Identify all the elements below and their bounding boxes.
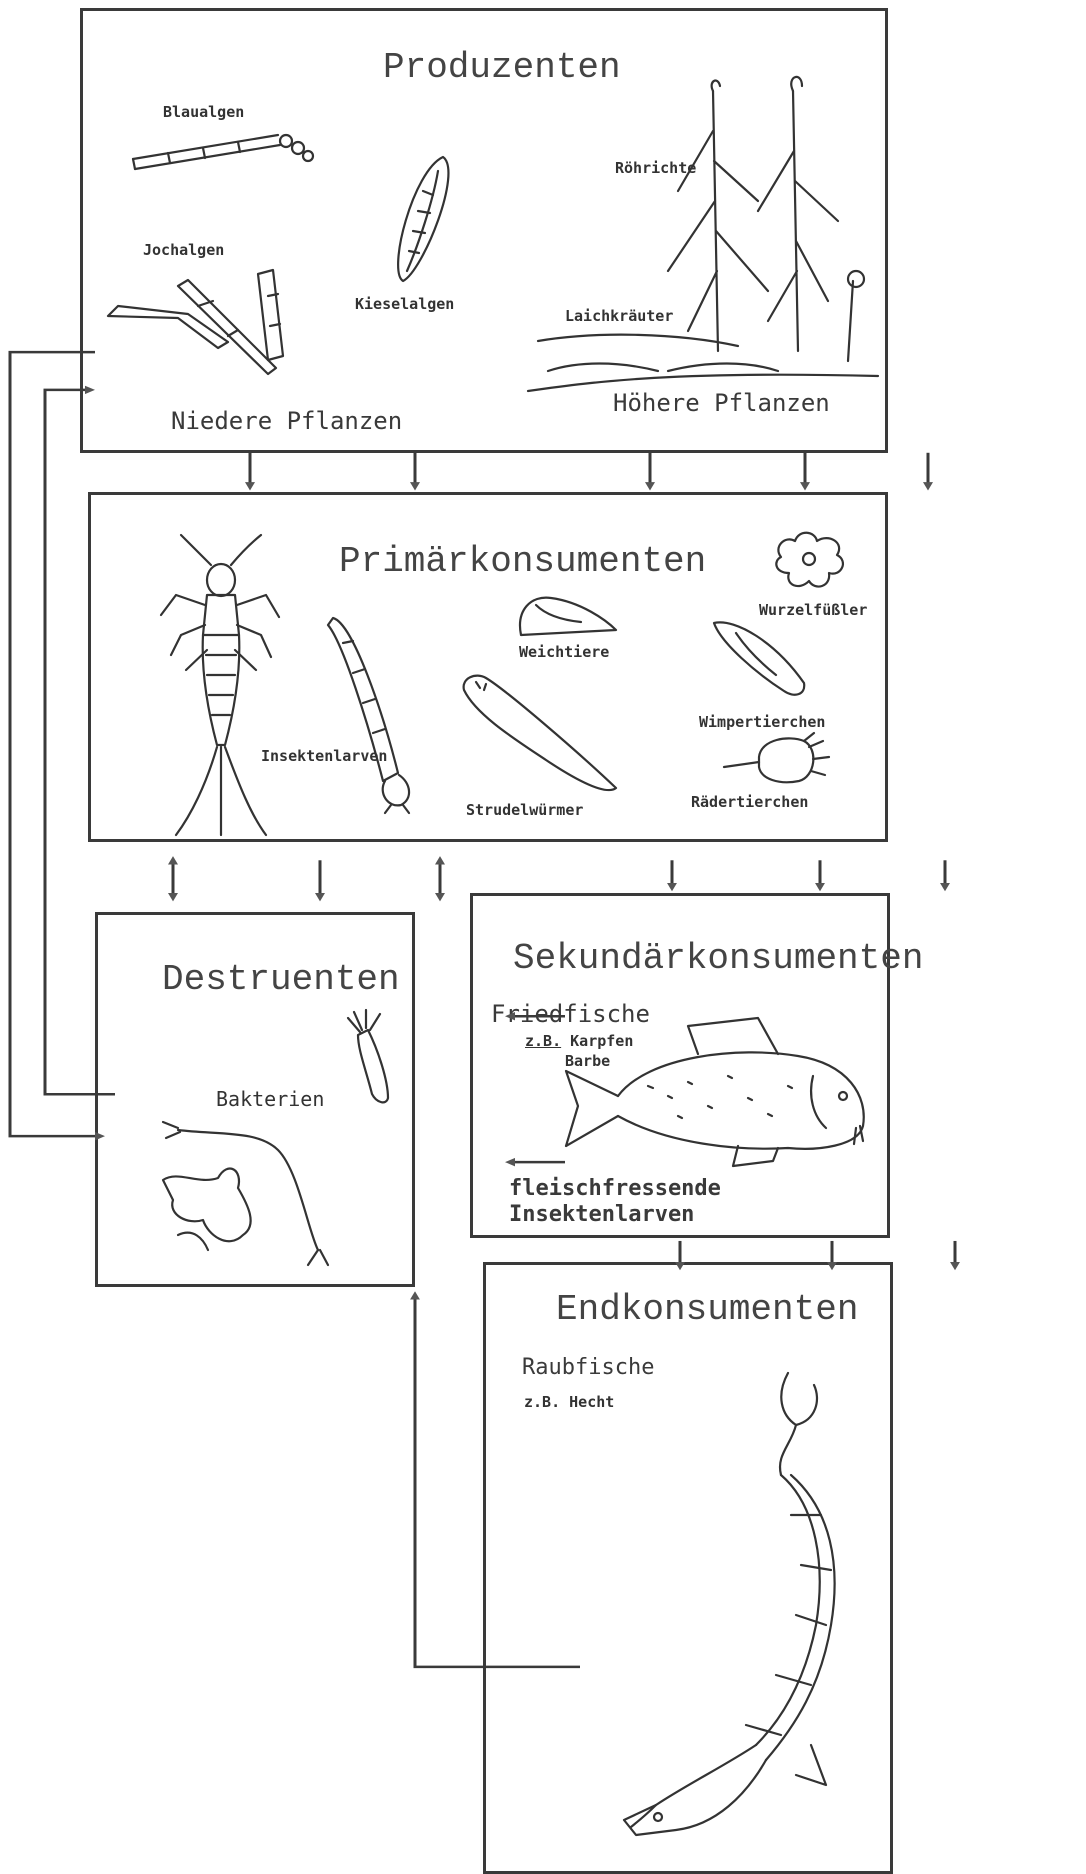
loop-inner (45, 390, 115, 1094)
loop-outer (10, 352, 100, 1136)
arrow-end-dest (415, 1295, 580, 1666)
